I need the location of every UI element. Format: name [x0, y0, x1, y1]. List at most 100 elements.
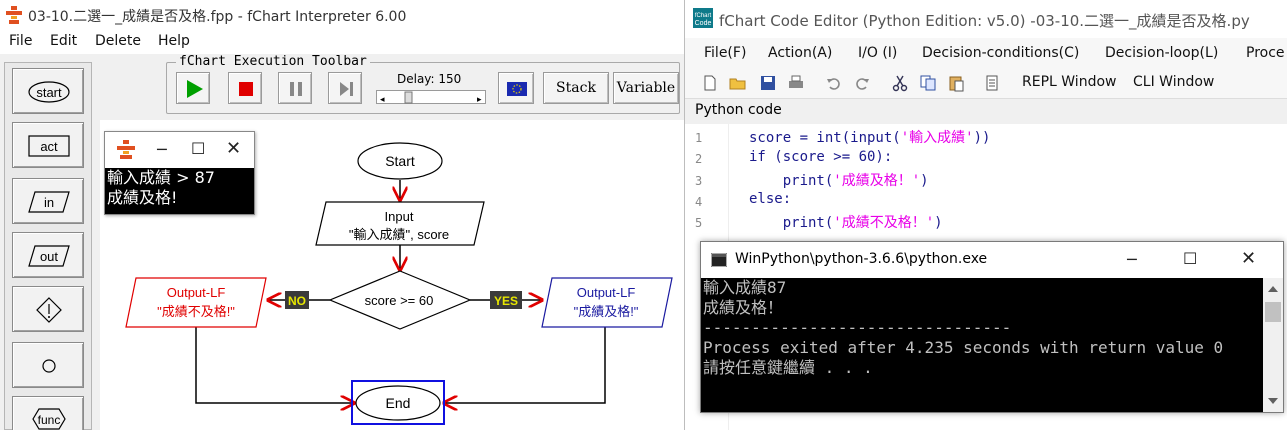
run-button[interactable] [176, 72, 210, 104]
variable-button[interactable]: Variable [613, 72, 679, 104]
palette-out-label: out [40, 249, 58, 264]
stop-button[interactable] [228, 72, 262, 104]
stop-icon [239, 82, 253, 96]
interpreter-title: 03-10.二選一_成績是否及格.fpp - fChart Interprete… [28, 9, 407, 25]
console-scroll-thumb[interactable] [1265, 302, 1281, 322]
close-icon[interactable]: ✕ [226, 138, 242, 159]
step-button[interactable] [328, 72, 362, 104]
code-line-3: print('成績及格！') [749, 170, 929, 190]
code-string: '輸入成績' [900, 130, 974, 146]
palette-connector-button[interactable] [12, 342, 84, 388]
code-line-2: if (score >= 60): [749, 149, 892, 165]
save-icon[interactable] [759, 74, 777, 92]
output-yes-node[interactable] [541, 277, 673, 328]
decision-diamond-icon [36, 297, 62, 323]
execution-toolbar-label: fChart Execution Toolbar [176, 54, 370, 69]
palette-func-button[interactable]: func [12, 396, 84, 430]
svg-text:▸: ▸ [477, 95, 482, 105]
console-line: 請按任意鍵繼續 . . . [703, 358, 873, 377]
menu-decision-conditions[interactable]: Decision-conditions(C) [922, 45, 1080, 61]
yes-tag [490, 291, 522, 309]
document-icon[interactable] [983, 74, 1001, 92]
menu-edit[interactable]: Edit [50, 33, 78, 49]
eu-flag-icon [507, 82, 527, 96]
start-node[interactable] [357, 142, 443, 180]
svg-text:fChart: fChart [695, 13, 712, 19]
close-icon[interactable]: ✕ [1241, 248, 1257, 269]
console-scrollbar[interactable] [1263, 278, 1283, 412]
execution-toolbar [166, 62, 680, 114]
code-text: score = int(input( [749, 130, 901, 146]
line-number: 4 [695, 195, 703, 209]
palette-decision-button[interactable] [12, 286, 84, 332]
slider-track-icon: ◂ ▸ [380, 91, 482, 105]
decision-node[interactable] [328, 270, 472, 330]
interpreter-window: 03-10.二選一_成績是否及格.fpp - fChart Interprete… [0, 6, 684, 430]
new-file-icon[interactable] [701, 74, 719, 92]
no-tag-label: NO [288, 294, 306, 308]
menu-help[interactable]: Help [158, 33, 190, 49]
end-node[interactable] [355, 385, 441, 421]
line-number: 1 [695, 131, 703, 145]
palette-out-button[interactable]: out [12, 232, 84, 278]
step-forward-icon [340, 82, 353, 96]
minimize-icon[interactable]: ─ [157, 140, 167, 159]
palette-start-label: start [36, 85, 62, 100]
print-icon[interactable] [787, 74, 805, 92]
code-header: Python code [685, 98, 1287, 124]
undo-icon[interactable] [825, 74, 843, 92]
palette-act-label: act [40, 139, 58, 154]
editor-menu-bar: File(F) Action(A) I/O (I) Decision-condi… [685, 38, 1287, 68]
mini-console-line: 成績及格! [107, 188, 178, 207]
palette-start-button[interactable]: start [12, 68, 84, 114]
open-folder-icon[interactable] [729, 74, 747, 92]
flowchart-diagram: Start Input "輸入成績", score score >= 60 NO… [125, 142, 673, 425]
menu-io[interactable]: I/O (I) [858, 45, 898, 61]
input-node-title: Input [385, 209, 414, 224]
code-line-4: else: [749, 191, 791, 207]
minimize-icon[interactable]: ─ [1127, 250, 1137, 269]
menu-action[interactable]: Action(A) [768, 45, 833, 61]
repl-window-button[interactable]: REPL Window [1022, 74, 1117, 90]
console-title: WinPython\python-3.6.6\python.exe [735, 251, 988, 267]
code-line-5: print('成績不及格！') [749, 212, 943, 232]
flag-button[interactable] [498, 72, 534, 104]
palette-in-button[interactable]: in [12, 178, 84, 224]
output-no-node[interactable] [125, 277, 267, 328]
paste-icon[interactable] [947, 74, 965, 92]
delay-slider[interactable]: ◂ ▸ [376, 90, 486, 105]
palette-in-label: in [44, 195, 54, 210]
menu-decision-loop[interactable]: Decision-loop(L) [1105, 45, 1219, 61]
code-string: '成績不及格！' [833, 215, 935, 231]
console-line: Process exited after 4.235 seconds with … [703, 338, 1224, 357]
redo-icon[interactable] [853, 74, 871, 92]
palette-act-button[interactable]: act [12, 122, 84, 168]
svg-text:◂: ◂ [380, 95, 385, 105]
menu-procedure[interactable]: Proce [1246, 45, 1285, 61]
copy-icon[interactable] [919, 74, 937, 92]
stack-button[interactable]: Stack [543, 72, 609, 104]
scroll-up-icon[interactable] [1267, 284, 1279, 294]
code-text: print( [749, 173, 834, 189]
line-number: 5 [695, 216, 703, 230]
mini-console-title-bar: ─ ☐ ✕ [105, 132, 254, 168]
output-yes-body: "成績及格!" [574, 304, 639, 319]
maximize-icon[interactable]: ☐ [191, 139, 206, 158]
code-text: ) [934, 215, 943, 231]
cut-icon[interactable] [891, 74, 909, 92]
input-node[interactable] [315, 201, 485, 246]
console-line: 成績及格！ [703, 298, 784, 317]
cli-window-button[interactable]: CLI Window [1133, 74, 1215, 90]
mini-console-line: 輸入成績 > 87 [107, 168, 215, 187]
scroll-down-icon[interactable] [1267, 396, 1279, 406]
decision-node-label: score >= 60 [365, 293, 434, 308]
no-tag [285, 291, 309, 309]
line-number: 3 [695, 174, 703, 188]
menu-file[interactable]: File [9, 33, 33, 49]
menu-delete[interactable]: Delete [95, 33, 141, 49]
maximize-icon[interactable]: ☐ [1183, 249, 1198, 268]
pause-button[interactable] [278, 72, 312, 104]
console-line: -------------------------------- [703, 318, 1012, 337]
menu-file-f[interactable]: File(F) [704, 45, 747, 61]
